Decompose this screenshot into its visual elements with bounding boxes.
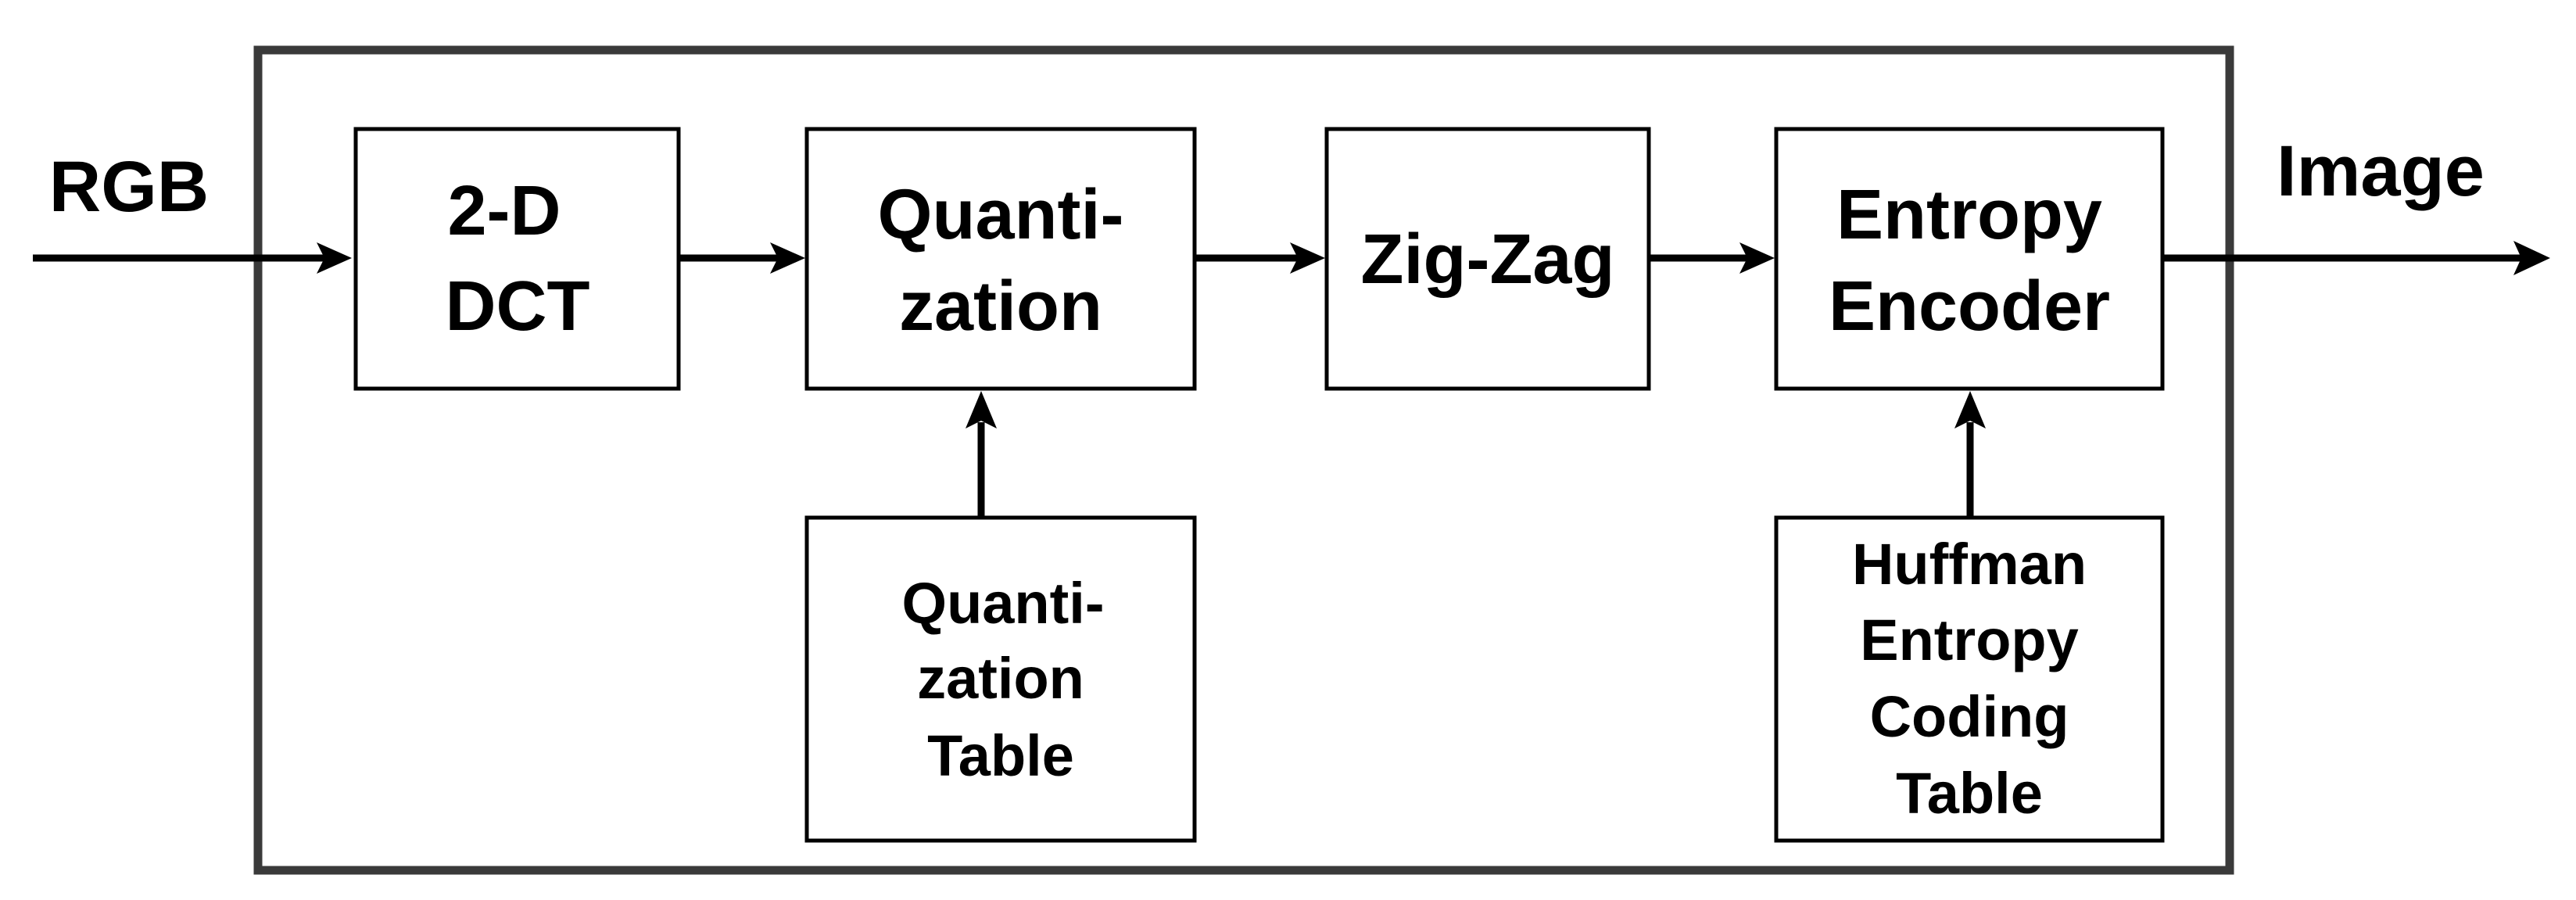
stage-entropy-encoder: Entropy Encoder — [1774, 127, 2165, 391]
table-label-huffman-line-4: Table — [1896, 761, 2043, 826]
encoder-frame — [253, 45, 2234, 875]
connections — [33, 241, 2550, 518]
table-box-quantization — [804, 515, 1197, 843]
table-box-huffman — [1774, 515, 2165, 843]
quantization-table: Quanti- zation Table — [804, 515, 1197, 843]
table-label-huffman-line-1: Huffman — [1852, 532, 2087, 597]
stage-box-dct — [353, 127, 681, 391]
quantization-to-zigzag-arrowhead — [1290, 242, 1325, 274]
stage-2d-dct: 2-D DCT — [353, 127, 681, 391]
stage-box-zigzag — [1324, 127, 1651, 391]
stage-zigzag: Zig-Zag — [1324, 127, 1651, 391]
table-label-quantization-line-3: Table — [927, 723, 1074, 788]
stage-quantization: Quanti- zation — [804, 127, 1197, 391]
output-label: Image — [2277, 131, 2485, 211]
quant-table-to-quantization-arrowhead — [966, 391, 997, 428]
dct-to-quantization-arrowhead — [770, 242, 805, 274]
stage-label-quantization-line-1: Quanti- — [878, 176, 1124, 254]
stage-label-entropy-line-2: Encoder — [1829, 267, 2110, 346]
stage-label-quantization-line-2: zation — [899, 267, 1102, 346]
table-label-huffman-line-2: Entropy — [1860, 608, 2079, 672]
stage-box-quantization — [804, 127, 1197, 391]
zigzag-to-entropy-arrowhead — [1739, 242, 1775, 274]
input-label: RGB — [49, 147, 209, 227]
huffman-entropy-coding-table: Huffman Entropy Coding Table — [1774, 515, 2165, 843]
table-label-quantization-line-1: Quanti- — [902, 571, 1105, 636]
table-label-huffman-line-3: Coding — [1870, 684, 2069, 749]
stage-label-dct-line-2: DCT — [446, 267, 590, 346]
stage-label-zigzag: Zig-Zag — [1361, 221, 1615, 299]
stage-label-entropy-line-1: Entropy — [1836, 176, 2102, 254]
input-arrowhead — [317, 242, 352, 274]
table-label-quantization-line-2: zation — [917, 646, 1084, 711]
stage-box-entropy-encoder — [1774, 127, 2165, 391]
huffman-table-to-entropy-arrowhead — [1954, 391, 1986, 428]
output-arrowhead — [2513, 241, 2550, 275]
stage-label-dct-line-1: 2-D — [447, 172, 561, 250]
